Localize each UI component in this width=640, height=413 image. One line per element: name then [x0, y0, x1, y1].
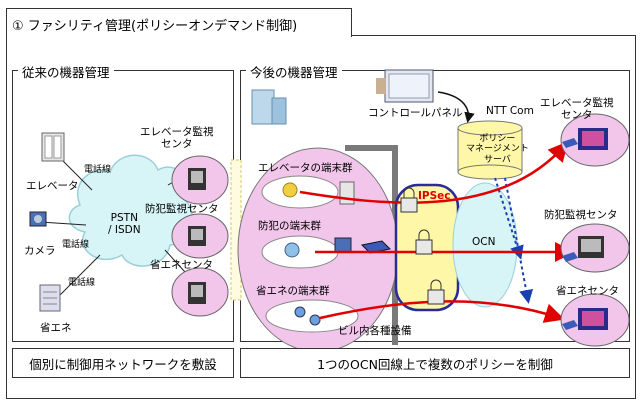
phone-line-label-3: 電話線: [68, 278, 96, 288]
left-center-security-label: 防犯監視センタ: [145, 203, 219, 215]
right-center-energy-label: 省エネセンタ: [556, 285, 619, 297]
left-device-elevator-label: エレベータ: [26, 180, 79, 192]
right-footer: 1つのOCN回線上で複数のポリシーを制御: [240, 348, 630, 378]
phone-line-label-1: 電話線: [84, 165, 112, 175]
diagram-title: ① ファシリティ管理(ポリシーオンデマンド制御): [12, 19, 298, 34]
camera-icon: [29, 211, 47, 227]
building-icon: [251, 89, 287, 125]
building-equipment-label: ビル内各種設備: [338, 325, 412, 337]
left-footer: 個別に制御用ネットワークを敷設: [12, 348, 234, 378]
left-device-camera-label: カメラ: [24, 245, 56, 257]
ipsec-label: IPSec: [418, 190, 451, 202]
policy-server-label: ポリシー マネージメント サーバ: [466, 134, 529, 165]
left-center-elevator-label: エレベータ監視 センタ: [140, 126, 214, 151]
right-center-security-label: 防犯監視センタ: [544, 209, 618, 221]
pstn-label: PSTN / ISDN: [108, 212, 141, 237]
control-panel-pc: [376, 69, 434, 103]
left-device-energy-label: 省エネ: [40, 322, 72, 334]
group-energy-label: 省エネの端末群: [256, 285, 330, 297]
left-panel-title: 従来の機器管理: [18, 62, 114, 81]
energy-meter-icon: [39, 284, 61, 312]
title-tab: [6, 8, 352, 37]
right-panel-title: 今後の機器管理: [246, 62, 342, 81]
group-security-label: 防犯の端末群: [258, 220, 321, 232]
group-elevator-label: エレベータの端末群: [258, 162, 353, 174]
left-center-energy-label: 省エネセンタ: [150, 259, 213, 271]
phone-line-label-2: 電話線: [62, 240, 90, 250]
ntt-label: NTT Com: [486, 105, 534, 117]
elevator-icon: [41, 132, 65, 162]
lock-icon: [400, 187, 445, 305]
ocn-label: OCN: [472, 236, 496, 248]
policy-server: [457, 120, 523, 180]
right-center-elevator-label: エレベータ監視 センタ: [540, 97, 614, 122]
control-panel-label: コントロールパネル: [368, 107, 463, 119]
